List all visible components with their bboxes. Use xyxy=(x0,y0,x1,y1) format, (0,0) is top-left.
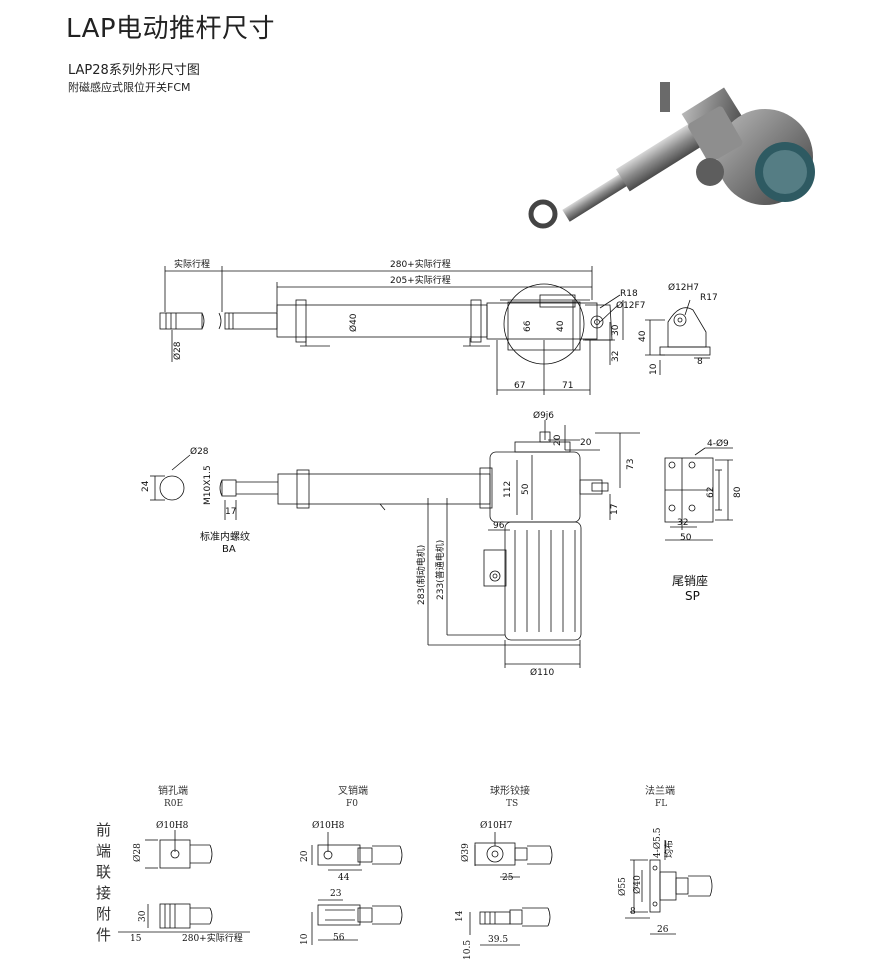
svg-text:前: 前 xyxy=(96,821,111,839)
mount-dim-50-label: 50 xyxy=(680,533,692,543)
svg-text:附: 附 xyxy=(96,905,111,923)
body-length-label: 205+实际行程 xyxy=(390,274,451,286)
roe-dim-30-label: 30 xyxy=(138,910,148,922)
dim-24-label: 24 xyxy=(141,480,151,492)
dim-20a-label: 20 xyxy=(553,434,563,446)
attachment-fo-code: F0 xyxy=(346,799,358,809)
ts-dim-10-5-label: 10.5 xyxy=(463,940,473,960)
tube-diameter-label: Ø40 xyxy=(348,313,359,332)
dim-32-label: 32 xyxy=(611,351,621,362)
ts-dim-25-label: 25 xyxy=(502,873,514,883)
dim-17-right-label: 17 xyxy=(610,504,620,515)
thread-code-label: BA xyxy=(222,544,236,555)
fl-dim-26-label: 26 xyxy=(657,925,669,935)
dim-67-label: 67 xyxy=(514,381,525,391)
ts-dim-14-label: 14 xyxy=(455,910,465,922)
rod-diameter-label: Ø28 xyxy=(172,341,183,360)
fl-dia55-label: Ø55 xyxy=(617,877,628,896)
attachment-fo-name: 叉销端 xyxy=(338,784,368,797)
fo-dim-10-label: 10 xyxy=(300,933,310,945)
dim-71-label: 71 xyxy=(562,381,573,391)
rear-mount-code: SP xyxy=(685,589,700,603)
attachment-fl-name: 法兰端 xyxy=(645,784,675,797)
dim-66-label: 66 xyxy=(523,320,533,332)
dim-30-label: 30 xyxy=(611,324,621,336)
product-photo xyxy=(528,82,815,229)
svg-text:联: 联 xyxy=(96,863,111,881)
rear-mount-name: 尾销座 xyxy=(672,573,708,588)
mount-holes-label: 4-Ø9 xyxy=(707,438,729,449)
bracket-radius-label: R17 xyxy=(700,293,718,303)
dim-40-label: 40 xyxy=(556,320,566,332)
roe-stroke-label: 280+实际行程 xyxy=(182,932,243,944)
limit-switch-note: 附磁感应式限位开关FCM xyxy=(68,81,191,94)
fo-hole-label: Ø10H8 xyxy=(312,820,345,831)
fo-dim-20-label: 20 xyxy=(300,850,310,862)
fl-even-label: 均布 xyxy=(663,840,675,858)
normal-motor-length-label: 233(普通电机) xyxy=(434,540,446,600)
ts-hole-label: Ø10H7 xyxy=(480,820,513,831)
thread-note-label: 标准内螺纹 xyxy=(200,530,250,543)
dim-50-label: 50 xyxy=(521,483,531,495)
ts-dia-label: Ø39 xyxy=(460,843,471,862)
mount-dim-80-label: 80 xyxy=(733,486,743,498)
motor-dia-label: Ø110 xyxy=(530,667,555,678)
svg-text:件: 件 xyxy=(96,926,111,944)
attachment-roe-name: 销孔端 xyxy=(158,784,188,797)
svg-text:接: 接 xyxy=(96,884,111,902)
attachments-side-label: 前 端 联 接 附 件 xyxy=(96,821,111,944)
fl-dia40-label: Ø40 xyxy=(632,875,643,894)
fl-dim-8-label: 8 xyxy=(630,907,636,917)
mount-dim-32-label: 32 xyxy=(677,518,688,528)
fl-holes-label: 4-Ø5.5 xyxy=(652,827,663,858)
pin-hole-label: Ø12F7 xyxy=(616,300,645,311)
attachment-ts-name: 球形铰接 xyxy=(490,784,530,797)
fo-dim-23-label: 23 xyxy=(330,889,342,899)
fo-dim-44-label: 44 xyxy=(338,873,350,883)
page-title: LAP电动推杆尺寸 xyxy=(66,14,276,44)
thread-label: M10X1.5 xyxy=(203,465,213,505)
roe-dia-label: Ø28 xyxy=(132,843,143,862)
bracket-hole-label: Ø12H7 xyxy=(668,282,699,293)
attachment-roe-code: R0E xyxy=(164,799,183,809)
brake-motor-length-label: 283(制动电机) xyxy=(415,545,427,605)
radius-r18-label: R18 xyxy=(620,289,638,299)
fo-dim-56-label: 56 xyxy=(333,933,345,943)
dim-112-label: 112 xyxy=(503,481,513,498)
dim-73-label: 73 xyxy=(626,459,636,470)
mount-dim-62-label: 62 xyxy=(706,487,716,498)
attachment-fl-code: FL xyxy=(655,799,667,809)
dim-20b-label: 20 xyxy=(580,438,592,448)
shaft-dia-label: Ø9j6 xyxy=(533,410,554,421)
roe-hole-label: Ø10H8 xyxy=(156,820,189,831)
dim-17-left-label: 17 xyxy=(225,507,236,517)
bracket-dim-8-label: 8 xyxy=(697,357,703,367)
stroke-label: 实际行程 xyxy=(174,258,210,270)
bracket-dim-10-label: 10 xyxy=(649,363,659,375)
rod-end-dia-label: Ø28 xyxy=(190,446,209,457)
attachment-ts-code: TS xyxy=(506,799,518,809)
series-subtitle: LAP28系列外形尺寸图 xyxy=(68,63,200,78)
dim-96-label: 96 xyxy=(493,521,505,531)
bracket-dim-40-label: 40 xyxy=(638,330,648,342)
svg-text:端: 端 xyxy=(96,842,111,860)
roe-dim-15-label: 15 xyxy=(130,934,142,944)
overall-length-label: 280+实际行程 xyxy=(390,258,451,270)
ts-dim-39-5-label: 39.5 xyxy=(488,935,508,945)
